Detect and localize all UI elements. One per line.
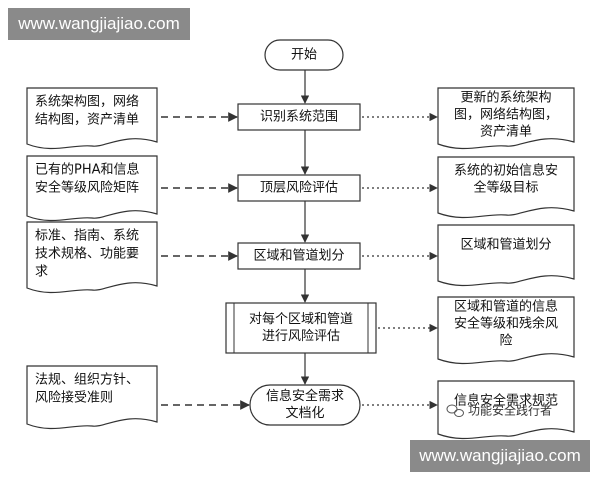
input-doc-2-label: 已有的PHA和信息	[35, 162, 140, 178]
start-node	[264, 39, 344, 71]
output-doc-4-label: 安全等级和残余风	[454, 316, 558, 332]
output-doc-1	[437, 87, 575, 150]
wechat-caption: 功能安全践行者	[468, 403, 552, 418]
process-step-1-label: 识别系统范围	[260, 110, 338, 125]
output-doc-5	[437, 380, 575, 440]
process-step-4-label: 进行风险评估	[262, 329, 340, 344]
output-doc-4-label: 险	[499, 334, 512, 349]
watermark-bottom: www.wangjiajiao.com	[410, 440, 590, 472]
process-step-4	[225, 302, 377, 354]
output-doc-1-label: 更新的系统架构	[460, 90, 551, 106]
input-doc-3-label: 技术规格、功能要	[35, 246, 139, 262]
process-step-2-label: 顶层风险评估	[260, 181, 338, 196]
input-doc-3-label: 求	[35, 265, 48, 280]
input-doc-2-label: 安全等级风险矩阵	[35, 180, 139, 196]
process-step-1	[237, 103, 361, 131]
input-doc-3	[26, 221, 158, 294]
output-doc-3-label: 区域和管道划分	[460, 238, 551, 253]
process-step-4-label: 对每个区域和管道	[249, 311, 353, 327]
input-doc-3-label: 标准、指南、系统	[35, 228, 139, 244]
output-doc-2-label: 系统的初始信息安	[454, 163, 558, 179]
output-doc-4	[437, 296, 575, 365]
output-doc-1-label: 图，网络结构图，	[454, 107, 558, 123]
output-doc-2	[437, 156, 575, 219]
output-doc-4-label: 区域和管道的信息	[454, 299, 558, 315]
input-doc-2	[26, 155, 158, 222]
output-doc-3	[437, 224, 575, 287]
process-step-5-label: 信息安全需求	[266, 388, 344, 404]
process-step-5-label: 文档化	[285, 406, 324, 421]
process-step-5	[249, 384, 361, 426]
watermark-top: www.wangjiajiao.com	[8, 8, 190, 40]
start-label: 开始	[291, 48, 317, 63]
input-doc-1	[26, 87, 158, 150]
input-doc-1-label: 结构图，资产清单	[35, 113, 139, 128]
input-doc-4-label: 法规、组织方针、	[35, 372, 139, 388]
process-step-2	[237, 174, 361, 202]
input-doc-4	[26, 365, 158, 430]
output-doc-5-label: 信息安全需求规范	[454, 393, 558, 409]
process-step-3	[237, 242, 361, 270]
input-doc-1-label: 系统架构图，网络	[35, 94, 139, 110]
input-doc-4-label: 风险接受准则	[35, 390, 113, 406]
output-doc-1-label: 资产清单	[480, 125, 532, 140]
process-step-3-label: 区域和管道划分	[253, 249, 344, 264]
wechat-icon	[446, 404, 464, 417]
output-doc-2-label: 全等级目标	[473, 180, 538, 196]
